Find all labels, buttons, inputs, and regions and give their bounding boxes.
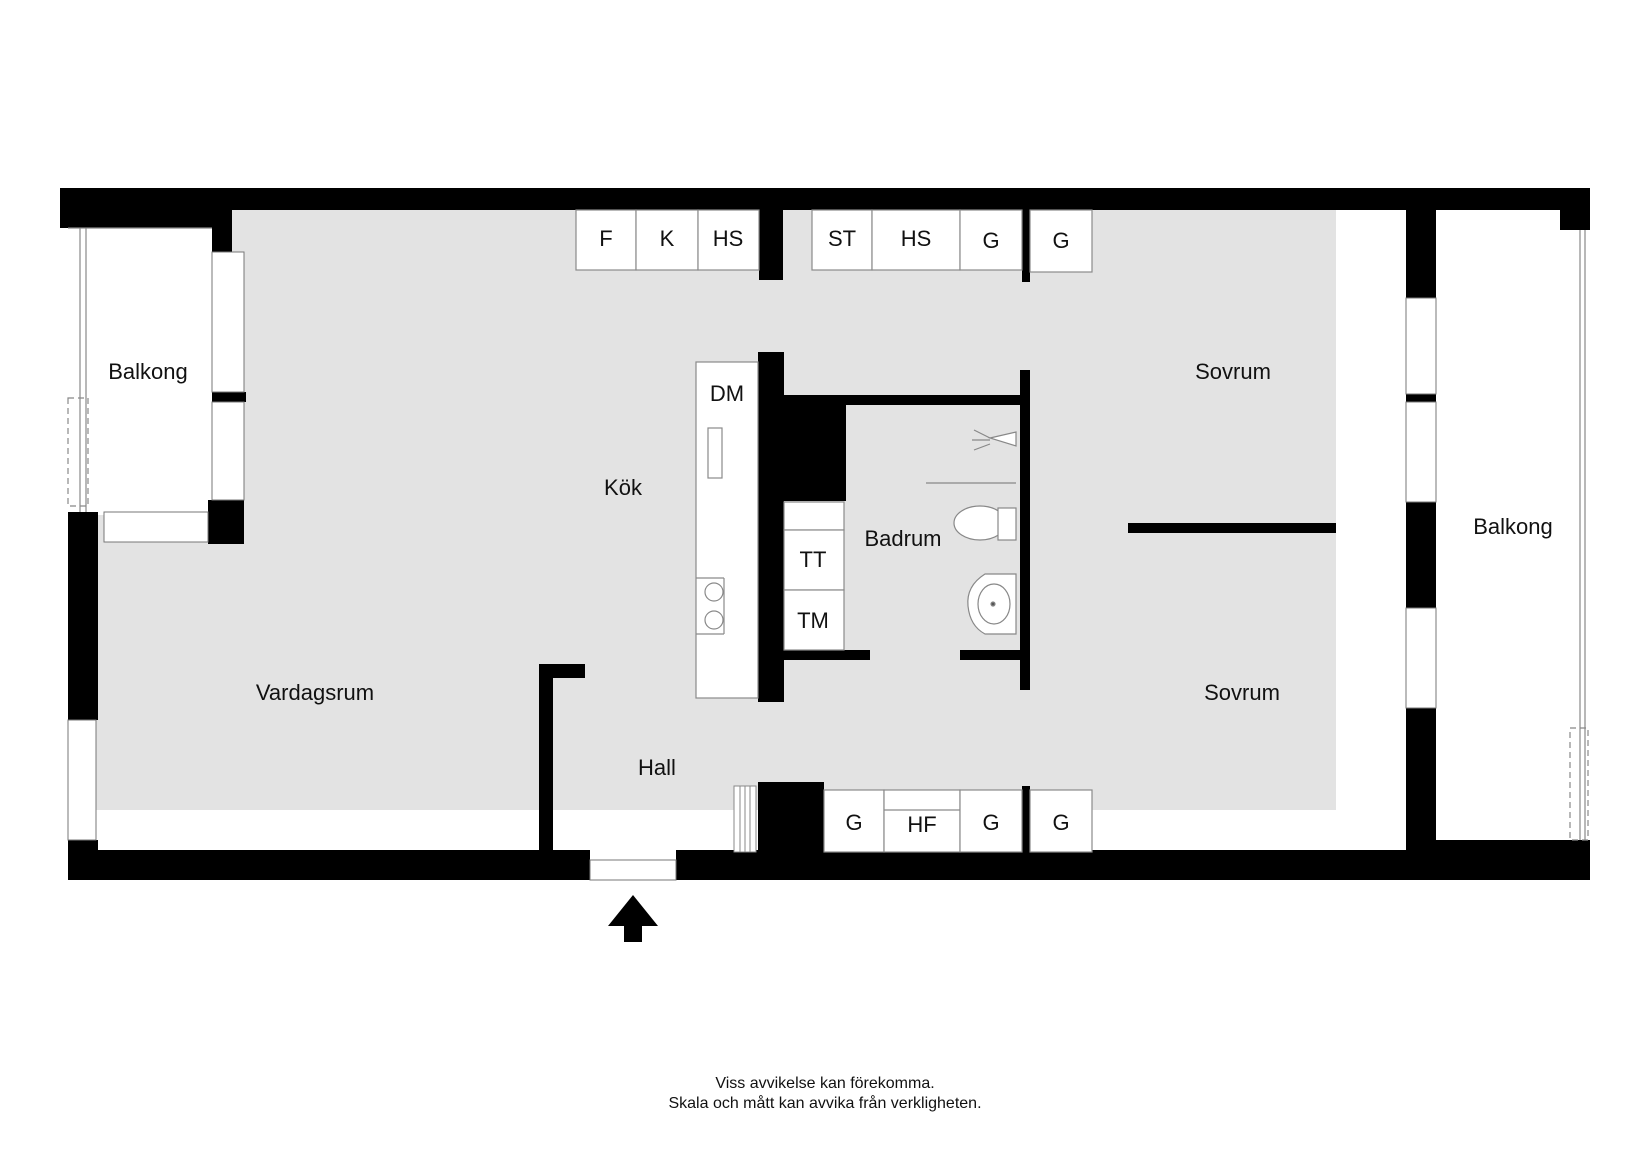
hall-units-bottom <box>823 789 1093 853</box>
appliance-label-tt: TT <box>800 547 827 572</box>
room-label-badrum: Badrum <box>864 526 941 551</box>
disclaimer-line-2: Skala och mått kan avvika från verklighe… <box>668 1095 982 1112</box>
room-label-vardagsrum: Vardagsrum <box>256 680 374 705</box>
balcony-right <box>1569 230 1589 841</box>
appliance-label-tm: TM <box>797 608 829 633</box>
appliance-label-k: K <box>660 226 675 251</box>
appliance-label-hf: HF <box>907 812 936 837</box>
disclaimer: Viss avvikelse kan förekomma. Skala och … <box>0 1074 1650 1114</box>
appliance-label-dm: DM <box>710 381 744 406</box>
balcony-left <box>67 227 212 512</box>
kitchen-island <box>695 361 759 699</box>
room-label-sovrum-top: Sovrum <box>1195 359 1271 384</box>
walls <box>60 188 1590 880</box>
appliance-label-g: G <box>1052 810 1069 835</box>
appliance-label-g: G <box>982 810 999 835</box>
shower-icon <box>926 429 1017 484</box>
appliance-label-hs: HS <box>901 226 932 251</box>
sink-icon <box>967 573 1017 635</box>
toilet-icon <box>953 505 1017 541</box>
appliance-label-g: G <box>1052 228 1069 253</box>
room-label-balkong-right: Balkong <box>1473 514 1553 539</box>
windows <box>67 251 1437 881</box>
disclaimer-line-1: Viss avvikelse kan förekomma. <box>715 1075 935 1092</box>
entrance-arrow-icon <box>608 895 658 942</box>
radiator-icon <box>733 785 757 853</box>
kitchen-units-top <box>575 209 1093 273</box>
floor-areas <box>96 200 1336 810</box>
room-label-kok: Kök <box>604 475 643 500</box>
appliance-label-hs: HS <box>713 226 744 251</box>
appliance-label-f: F <box>599 226 612 251</box>
appliance-label-g: G <box>982 228 999 253</box>
room-label-hall: Hall <box>638 755 676 780</box>
room-label-sovrum-bottom: Sovrum <box>1204 680 1280 705</box>
appliance-label-g: G <box>845 810 862 835</box>
bathroom-units <box>783 501 845 651</box>
appliance-label-st: ST <box>828 226 856 251</box>
room-label-balkong-left: Balkong <box>108 359 188 384</box>
